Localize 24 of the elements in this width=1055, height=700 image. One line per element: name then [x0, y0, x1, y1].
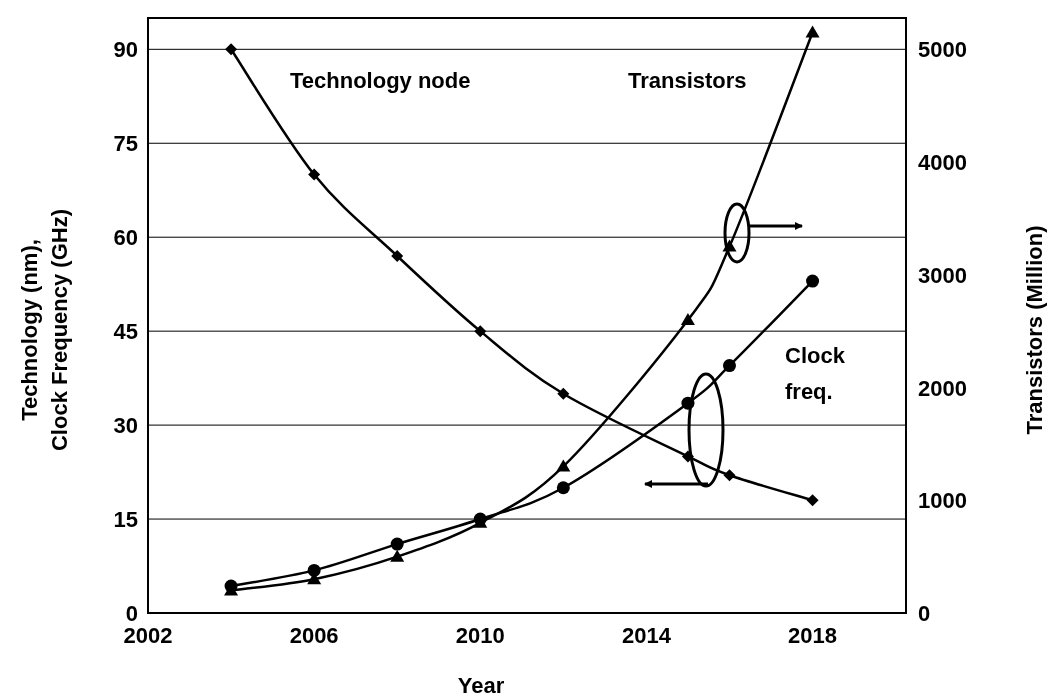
- tick-label: 90: [113, 37, 138, 63]
- series-label: Technology node: [290, 67, 472, 95]
- series-label: Transistors: [628, 67, 748, 95]
- tick-label: 2010: [455, 623, 505, 648]
- tick-label: 2014: [621, 623, 671, 648]
- tick-label: 2002: [123, 623, 173, 648]
- tick-label: 45: [113, 319, 138, 345]
- tick-label: 75: [113, 131, 138, 157]
- tick-label: 3000: [918, 262, 967, 288]
- tick-label: 5000: [918, 37, 967, 63]
- tick-label: 4000: [918, 150, 967, 176]
- tick-label: 60: [113, 225, 138, 251]
- tick-label: 15: [113, 507, 138, 533]
- tick-label: 1000: [918, 488, 967, 514]
- tick-label: 30: [113, 413, 138, 439]
- axis-title: Transistors (Million): [1022, 225, 1047, 435]
- tick-label: 2000: [918, 375, 967, 401]
- series-label: Clock freq.: [785, 342, 846, 406]
- tick-label: 0: [125, 601, 138, 626]
- tick-label: 0: [918, 601, 931, 626]
- tick-label: 2006: [289, 623, 339, 648]
- axis-title: Technology (nm), Clock Frequency (GHz): [16, 208, 73, 454]
- tick-label: 2018: [788, 623, 837, 648]
- axis-title: Year: [457, 673, 505, 698]
